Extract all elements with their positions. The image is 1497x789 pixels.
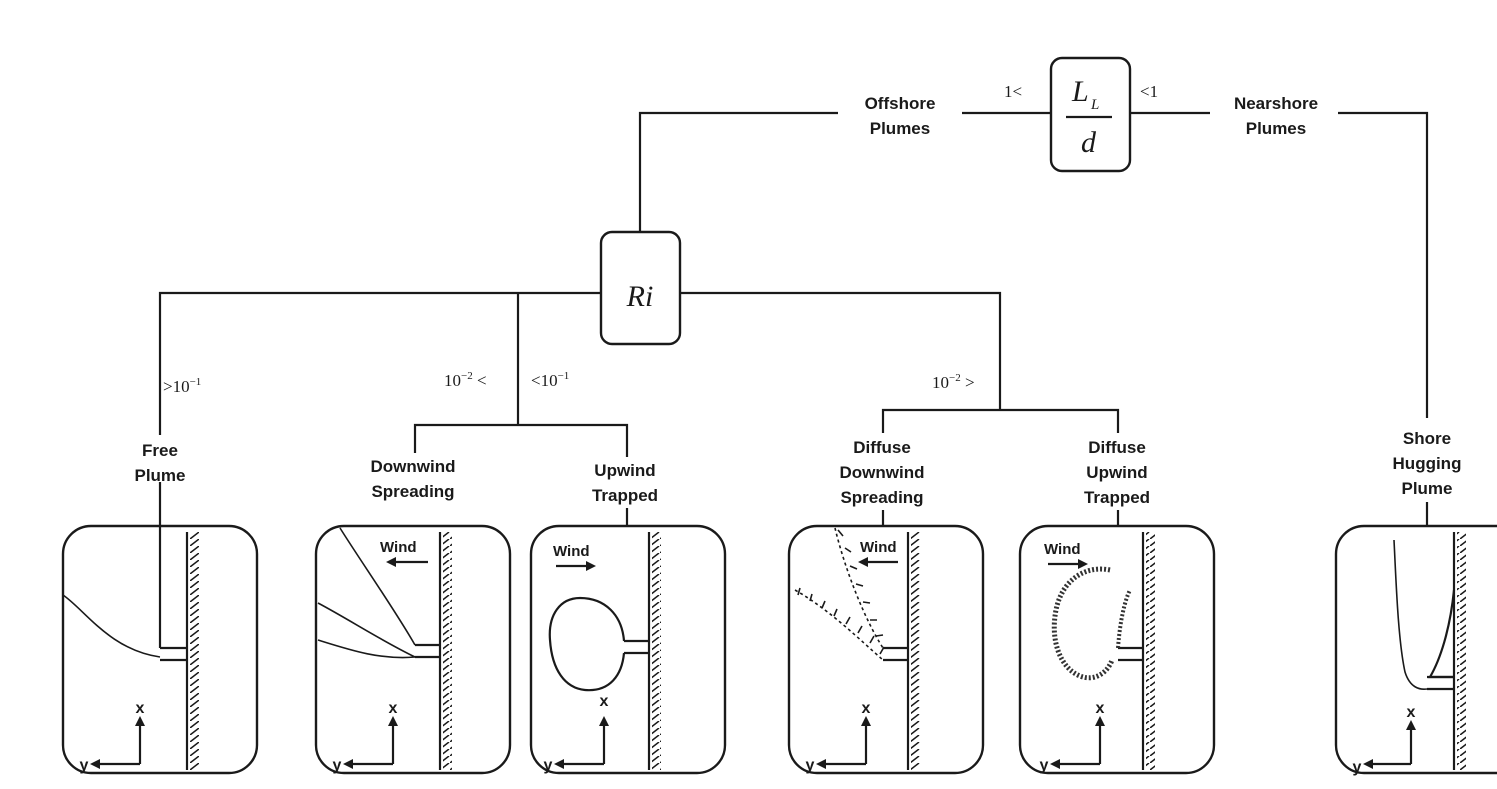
ri-node-label: Ri: [626, 280, 654, 313]
svg-text:x: x: [862, 700, 871, 717]
diffuse-downwind-label-1: Diffuse: [853, 438, 911, 457]
svg-text:x: x: [136, 700, 145, 717]
svg-text:y: y: [806, 757, 815, 774]
condition-mid-left: 10−2 <: [444, 370, 487, 390]
svg-text:y: y: [1353, 759, 1362, 776]
condition-diffuse: 10−2 >: [932, 372, 975, 392]
svg-text:x: x: [1407, 704, 1416, 721]
offshore-label-line2: Plumes: [870, 119, 930, 138]
shore-hugging-label-2: Hugging: [1393, 454, 1462, 473]
wind-label: Wind: [1044, 541, 1081, 558]
nearshore-label-line2: Plumes: [1246, 119, 1306, 138]
upwind-label-1: Upwind: [594, 461, 655, 480]
condition-mid-right: <10−1: [531, 370, 569, 390]
shore-hugging-label-3: Plume: [1401, 479, 1452, 498]
svg-text:y: y: [333, 757, 342, 774]
wind-label: Wind: [380, 539, 417, 556]
condition-less-than-one: <1: [1140, 82, 1158, 101]
svg-text:x: x: [389, 700, 398, 717]
panel-free-plume: x y: [63, 482, 257, 774]
condition-greater-than-one: 1<: [1004, 82, 1022, 101]
ratio-denominator: d: [1081, 126, 1097, 159]
wind-label: Wind: [553, 543, 590, 560]
svg-text:y: y: [544, 757, 553, 774]
wind-label: Wind: [860, 539, 897, 556]
downwind-label-1: Downwind: [371, 457, 456, 476]
diffuse-upwind-label-2: Upwind: [1086, 463, 1147, 482]
diffuse-upwind-label-1: Diffuse: [1088, 438, 1146, 457]
ratio-numerator: L: [1071, 75, 1089, 108]
free-plume-label-1: Free: [142, 441, 178, 460]
ratio-subscript: L: [1090, 97, 1099, 113]
panel-shore-hugging-plume: x y: [1336, 526, 1497, 776]
svg-text:y: y: [1040, 757, 1049, 774]
diffuse-downwind-label-2: Downwind: [840, 463, 925, 482]
svg-text:x: x: [1096, 700, 1105, 717]
diffuse-downwind-label-3: Spreading: [840, 488, 923, 507]
upwind-label-2: Trapped: [592, 486, 658, 505]
panel-diffuse-downwind-spreading: Wind x y: [789, 526, 983, 774]
top-connectors: [640, 113, 1427, 418]
panel-diffuse-upwind-trapped: Wind x y: [1020, 526, 1214, 774]
condition-free: >10−1: [163, 376, 201, 396]
offshore-label-line1: Offshore: [865, 94, 936, 113]
diffuse-upwind-label-3: Trapped: [1084, 488, 1150, 507]
ratio-node: L L d: [1051, 58, 1130, 171]
svg-text:y: y: [80, 757, 89, 774]
shore-hugging-label-1: Shore: [1403, 429, 1451, 448]
nearshore-label-line1: Nearshore: [1234, 94, 1318, 113]
panel-upwind-trapped: Wind x y: [531, 526, 725, 774]
downwind-label-2: Spreading: [371, 482, 454, 501]
panel-downwind-spreading: Wind x y: [316, 526, 510, 774]
svg-text:x: x: [600, 693, 609, 710]
